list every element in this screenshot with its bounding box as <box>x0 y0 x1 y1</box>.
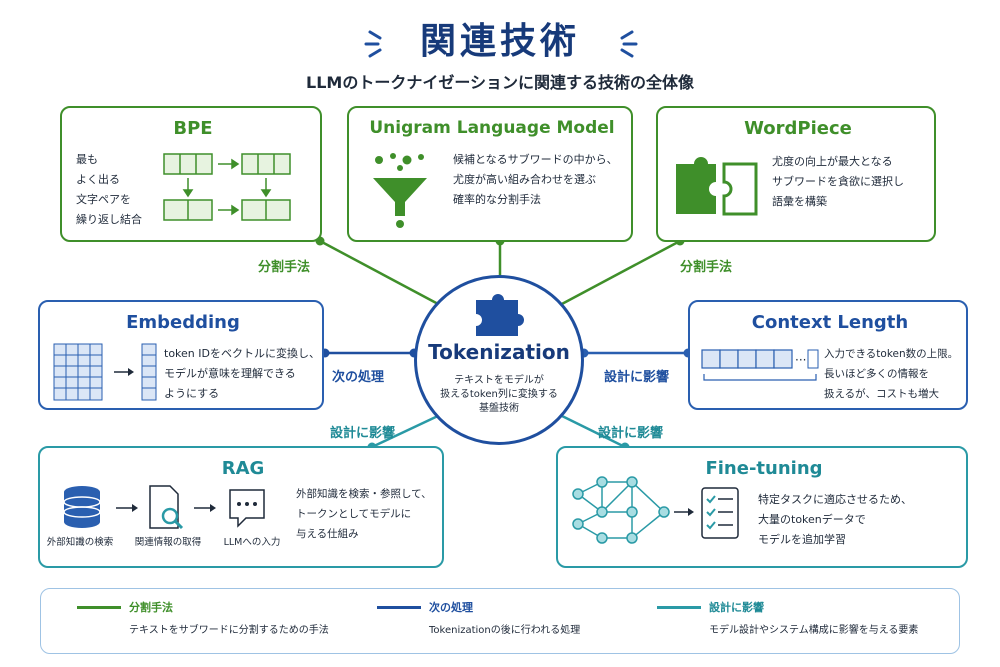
network-icon <box>572 476 739 544</box>
legend-desc-impact: モデル設計やシステム構成に影響を与える要素 <box>709 625 919 636</box>
bpe-merge-icon <box>163 153 291 221</box>
edge-label-right-bottom: 設計に影響 <box>598 426 664 441</box>
puzzle-piece-icon <box>476 294 524 336</box>
embedding-desc: token IDをベクトルに変換し、 モデルが意味を理解できる ようにする <box>164 347 320 400</box>
checklist-icon <box>701 487 739 539</box>
rag-title: RAG <box>221 458 265 479</box>
sparkle-left-icon <box>364 30 382 58</box>
embedding-card: Embedding token IDをベクトルに変換し、 モデルが意味を理解でき… <box>38 300 324 410</box>
tokenization-center-node: Tokenization テキストをモデルが 扱えるtoken列に変換する 基盤… <box>414 275 584 445</box>
center-title: Tokenization <box>428 340 570 364</box>
legend-title-next: 次の処理 <box>429 601 473 614</box>
legend-line-impact <box>657 606 701 609</box>
center-desc: テキストをモデルが 扱えるtoken列に変換する 基盤技術 <box>440 375 558 414</box>
bpe-desc: 最も よく出る 文字ペアを 繰り返し結合 <box>76 153 142 226</box>
svg-text:···: ··· <box>795 353 806 367</box>
sparkle-right-icon <box>620 30 638 58</box>
embedding-matrix-icon <box>53 343 157 401</box>
rag-desc: 外部知識を検索・参照して、 トークンとしてモデルに 与える仕組み <box>296 488 432 540</box>
bpe-card: BPE 最も よく出る 文字ペアを 繰り返し結合 <box>60 106 322 242</box>
wordpiece-card: WordPiece 尤度の向上が最大となる サブワードを貪欲に選択し 語彙を構築 <box>656 106 936 242</box>
wordpiece-title: WordPiece <box>744 118 852 139</box>
bpe-title: BPE <box>173 118 213 139</box>
wordpiece-desc: 尤度の向上が最大となる サブワードを貪欲に選択し 語彙を構築 <box>772 155 904 208</box>
page-subtitle: LLMのトークナイゼーションに関連する技術の全体像 <box>306 73 694 92</box>
edge-label-left-bottom: 設計に影響 <box>330 426 396 441</box>
legend-desc-split: テキストをサブワードに分割するための手法 <box>129 625 329 636</box>
context-title: Context Length <box>751 312 909 333</box>
edge-label-right-top: 分割手法 <box>680 260 733 275</box>
page-title: 関連技術 <box>0 12 1000 64</box>
rag-flow-icon <box>63 485 265 530</box>
token-sequence-icon: ··· <box>701 349 819 381</box>
finetuning-title: Fine-tuning <box>705 458 823 479</box>
edge-label-left-mid: 次の処理 <box>332 370 385 385</box>
database-icon <box>63 486 101 528</box>
context-desc: 入力できるtoken数の上限。 長いほど多くの情報を 扱えるが、コストも増大 <box>824 348 959 400</box>
legend-line-next <box>377 606 421 609</box>
embedding-title: Embedding <box>126 312 240 333</box>
legend-title-impact: 設計に影響 <box>709 601 764 614</box>
rag-step-2: 関連情報の取得 <box>134 537 202 548</box>
legend: 分割手法 テキストをサブワードに分割するための手法 次の処理 Tokenizat… <box>40 588 960 654</box>
puzzle-icon <box>676 157 758 216</box>
funnel-icon <box>373 153 427 228</box>
unigram-desc: 候補となるサブワードの中から、 尤度が高い組み合わせを選ぶ 確率的な分割手法 <box>453 153 618 206</box>
legend-title-split: 分割手法 <box>129 601 173 614</box>
finetuning-desc: 特定タスクに適応させるため、 大量のtokenデータで モデルを追加学習 <box>758 493 912 546</box>
document-search-icon <box>149 485 184 530</box>
context-length-card: Context Length ··· 入力できるtoken数の上限。 長いほど多… <box>688 300 968 410</box>
legend-desc-next: Tokenizationの後に行われる処理 <box>429 625 581 636</box>
legend-line-split <box>77 606 121 609</box>
unigram-title: Unigram Language Model <box>369 118 615 138</box>
unigram-card: Unigram Language Model 候補となるサブワードの中から、 尤… <box>347 106 633 242</box>
finetuning-card: Fine-tuning 特定タスクに適応させるため、 <box>556 446 968 568</box>
rag-step-1: 外部知識の検索 <box>46 537 114 548</box>
edge-label-left-top: 分割手法 <box>258 260 311 275</box>
rag-card: RAG 外部知識の検索 関連情報の取得 LLMへの入力 外部知識を検索・参照して… <box>38 446 444 568</box>
edge-label-right-mid: 設計に影響 <box>604 370 670 385</box>
chat-bubble-icon <box>229 489 265 528</box>
rag-step-3: LLMへの入力 <box>223 537 281 548</box>
